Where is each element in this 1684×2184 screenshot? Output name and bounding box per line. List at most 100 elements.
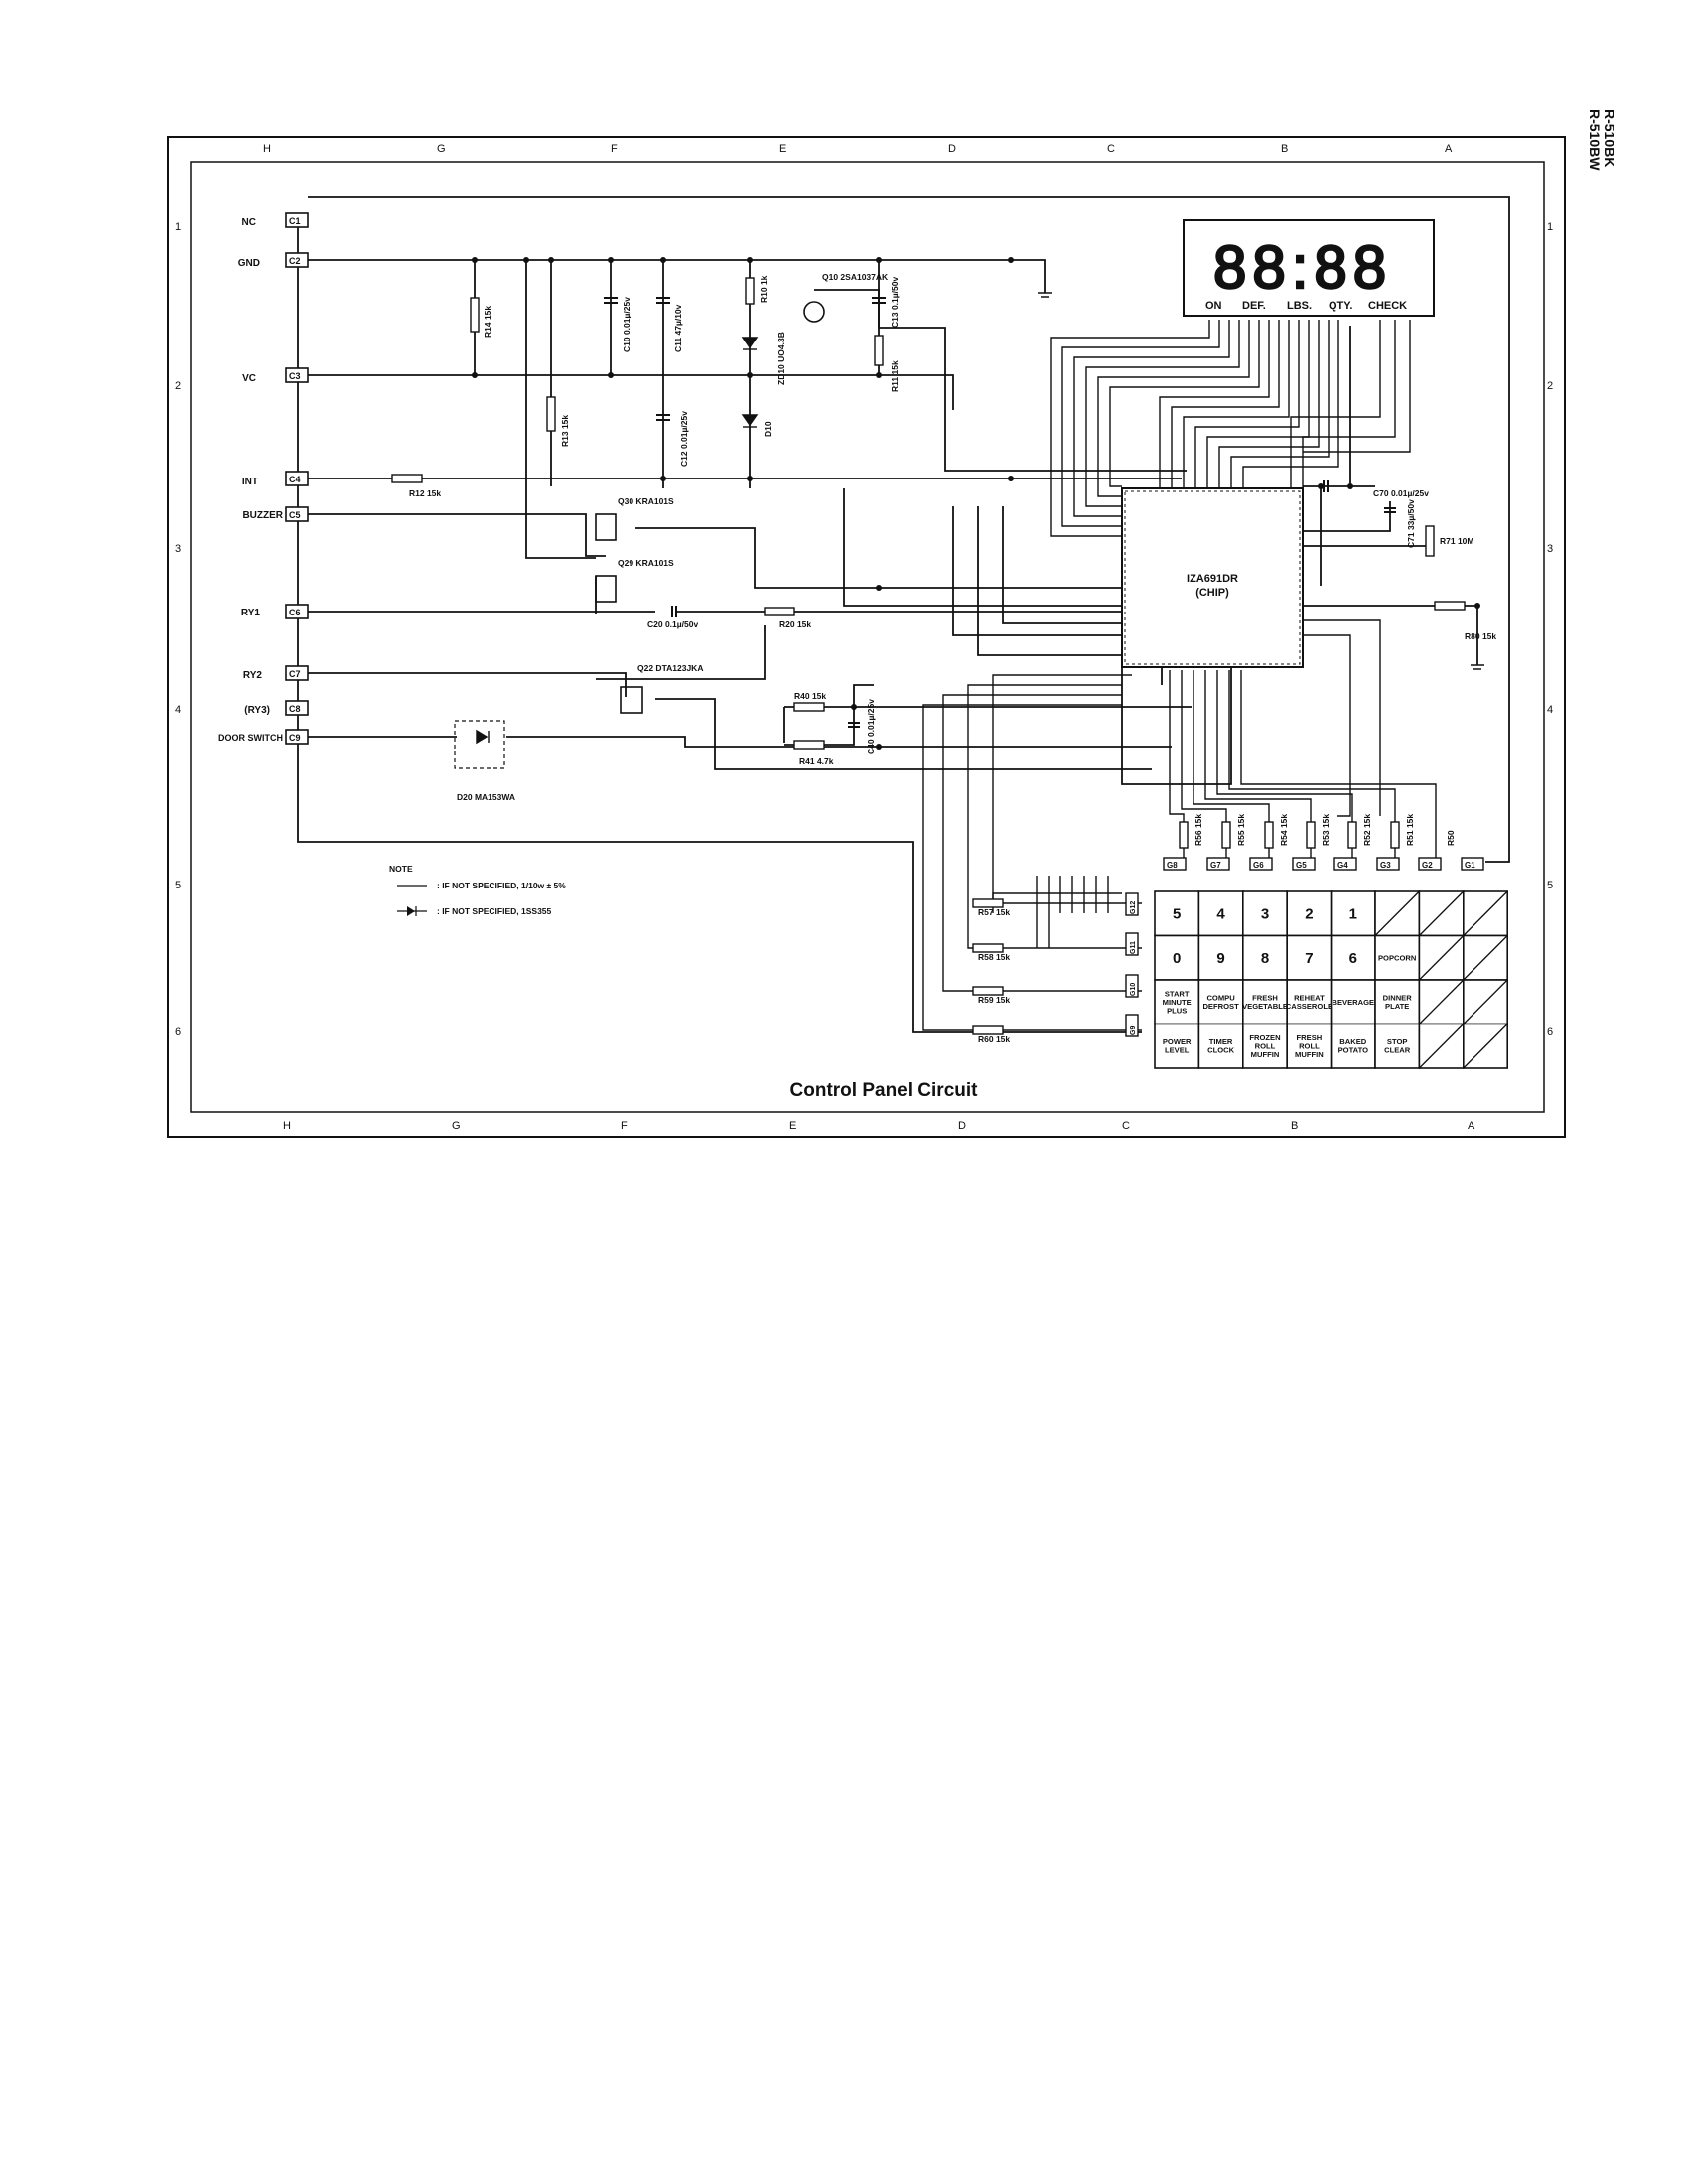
connector-id: C7	[289, 669, 301, 679]
label-scan-resistor: R54 15k	[1279, 814, 1289, 846]
display-frame	[1183, 219, 1435, 317]
label-scan-resistor: R56 15k	[1193, 814, 1203, 846]
resistor-r12	[391, 474, 423, 483]
grid-col-label: B	[1291, 1120, 1298, 1132]
model-numbers: R-510BK R-510BW	[1587, 109, 1617, 170]
grid-line-labels: G8 G7 G6 G5 G4 G3 G2 G1	[1167, 861, 1475, 870]
grid-line-label: G6	[1253, 861, 1264, 870]
grid-row-label: 4	[1547, 704, 1553, 716]
label-r10: R10 1k	[759, 275, 769, 303]
return-line-label: G9	[1130, 1026, 1137, 1035]
grid-line-label: G7	[1210, 861, 1221, 870]
note-resistor: : IF NOT SPECIFIED, 1/10w ± 5%	[437, 881, 566, 890]
grid-column-labels-bottom: H G F E D C B A	[283, 1120, 1475, 1132]
keypad-key-label: 6	[1349, 950, 1357, 967]
label-c10: C10 0.01µ/25v	[622, 297, 632, 352]
connector-id: C4	[289, 475, 301, 484]
ground-symbol	[1038, 292, 1052, 298]
label-r80: R80 15k	[1465, 631, 1496, 641]
components-vertical	[470, 277, 1435, 849]
connector-id: C1	[289, 216, 301, 226]
label-c71: C71 33µ/50v	[1406, 499, 1416, 548]
notes: NOTE : IF NOT SPECIFIED, 1/10w ± 5% : IF…	[389, 864, 566, 916]
label-q10: Q10 2SA1037AK	[822, 272, 889, 282]
signal-label: GND	[238, 258, 260, 269]
grid-col-label: E	[789, 1120, 796, 1132]
signal-label: NC	[242, 217, 256, 228]
grid-row-label: 5	[175, 880, 181, 891]
signal-label: INT	[242, 477, 258, 487]
resistor-r20	[764, 607, 795, 616]
label-c11: C11 47µ/10v	[673, 304, 683, 352]
keypad-key	[1374, 1023, 1421, 1069]
indicator-lbs: LBS.	[1287, 300, 1312, 312]
label-c70: C70 0.01µ/25v	[1373, 488, 1429, 498]
resistor-r80	[1434, 601, 1466, 611]
transistor-q10	[803, 301, 825, 323]
label-c40: C40 0.01µ/25v	[866, 699, 876, 754]
label-q29: Q29 KRA101S	[618, 558, 674, 568]
keypad-key-label: BEVERAGE	[1332, 998, 1374, 1007]
grid-line-label: G5	[1296, 861, 1307, 870]
ground-symbol-r80	[1471, 664, 1484, 670]
keypad-key	[1154, 979, 1200, 1025]
keypad-blank-slash	[1418, 890, 1465, 936]
grid-line-label: G2	[1422, 861, 1433, 870]
grid-row-label: 1	[1547, 221, 1553, 233]
keypad-key	[1242, 890, 1289, 937]
transistor-q22	[620, 686, 643, 714]
indicator-qty: QTY.	[1329, 300, 1352, 312]
grid-row-label: 3	[175, 543, 181, 555]
resistor-r56	[1179, 821, 1189, 849]
resistor-r10	[745, 277, 755, 305]
keypad-blank-slash	[1463, 935, 1508, 981]
display-digits: 88:88	[1213, 234, 1392, 301]
resistor-r52	[1347, 821, 1357, 849]
label-r57: R57 15k	[978, 907, 1010, 917]
return-line-label: G10	[1130, 983, 1137, 996]
resistor-r60	[972, 1025, 1004, 1035]
resistor-r57	[972, 898, 1004, 908]
indicator-check: CHECK	[1368, 300, 1407, 312]
grid-col-label: F	[611, 143, 618, 155]
keypad-key	[1374, 934, 1421, 981]
label-scan-resistor: R53 15k	[1321, 814, 1331, 846]
transistor-q30	[595, 513, 617, 541]
grid-column-labels-top: H G F E D C B A	[263, 143, 1453, 155]
label-zd10: ZD10 UO4.3B	[776, 332, 786, 385]
grid-row-label: 3	[1547, 543, 1553, 555]
grid-line-tabs	[1163, 857, 1484, 871]
diodes	[476, 337, 759, 745]
resistor-r14	[470, 297, 480, 333]
connector-signal-labels: NC GND VC INT BUZZER RY1 RY2 (RY3) DOOR …	[218, 217, 284, 743]
connector-id: C3	[289, 371, 301, 381]
resistor-r51	[1390, 821, 1400, 849]
connector-ids: C1 C2 C3 C4 C5 C6 C7 C8 C9	[289, 216, 301, 743]
resistor-r11	[874, 335, 884, 366]
return-line-label: G11	[1130, 941, 1137, 954]
signal-label: BUZZER	[242, 510, 283, 521]
label-d20: D20 MA153WA	[457, 792, 515, 802]
label-r14: R14 15k	[483, 306, 492, 338]
signal-label: RY2	[243, 670, 263, 681]
resistor-r53	[1306, 821, 1316, 849]
keypad-key	[1330, 979, 1376, 1025]
keypad-key	[1242, 1023, 1289, 1069]
connector-id: C2	[289, 256, 301, 266]
chip-part-number: IZA691DR	[1187, 573, 1238, 585]
signal-label: VC	[242, 373, 256, 384]
keypad-blank-slash	[1463, 1024, 1508, 1069]
grid-col-label: G	[437, 143, 446, 155]
keypad-key-label: 9	[1216, 950, 1224, 967]
grid-line-label: G3	[1380, 861, 1391, 870]
keypad-key-label: 4	[1216, 906, 1225, 923]
keypad-blank-slash	[1463, 890, 1508, 936]
capacitors	[604, 297, 1396, 728]
keypad-key-label: 7	[1305, 950, 1313, 967]
